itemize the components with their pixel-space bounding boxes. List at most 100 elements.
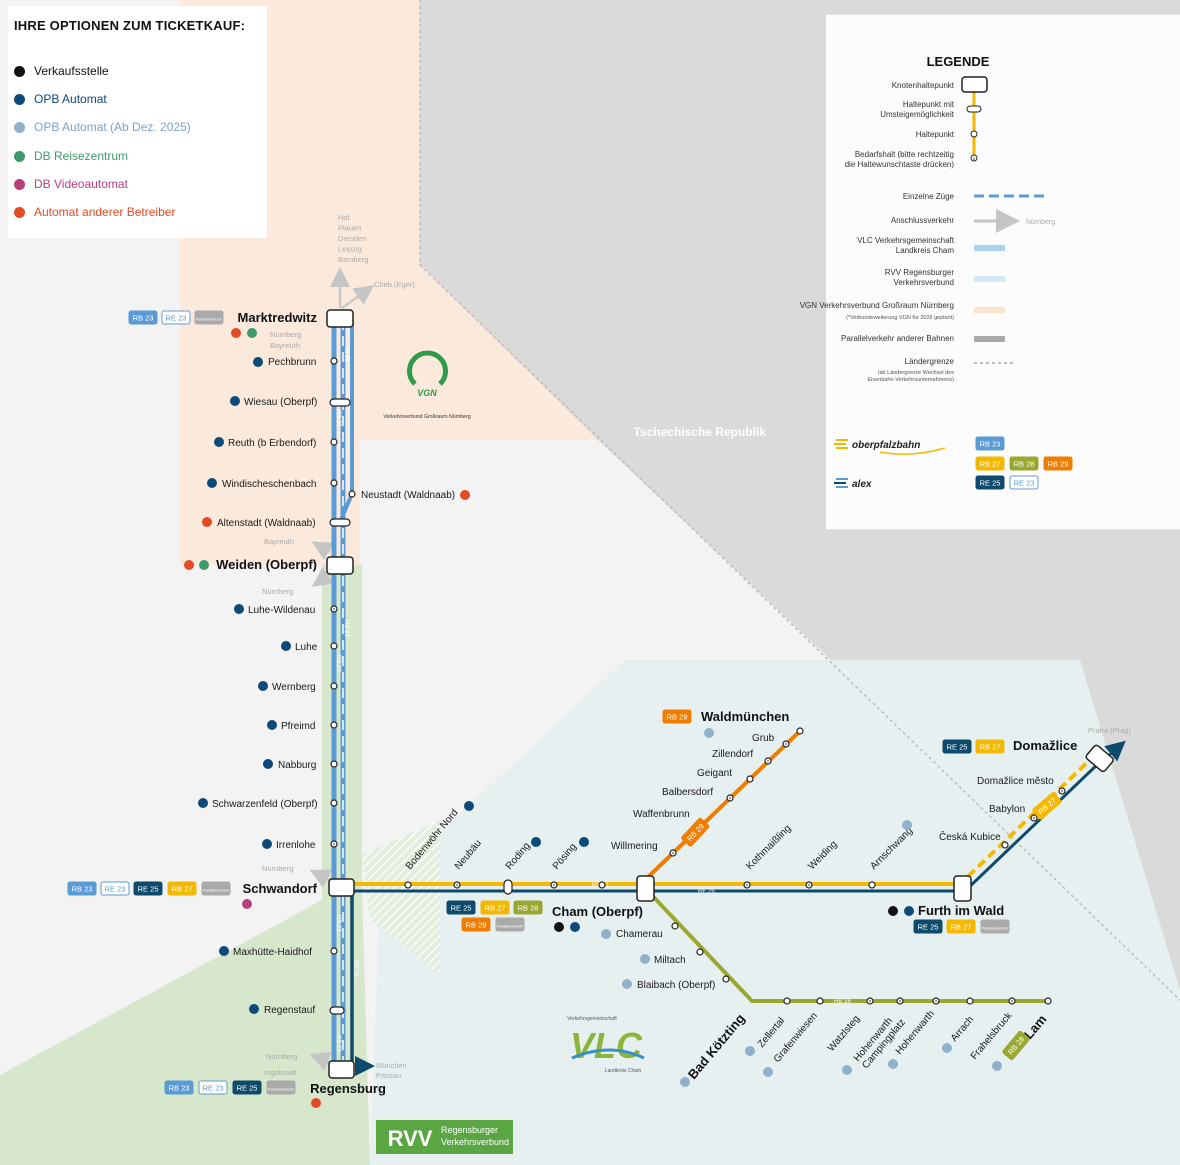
station-weiden: Weiden (Oberpf) [216, 557, 317, 572]
conn-reg-nuernberg: Nürnberg [266, 1052, 297, 1061]
legend-vgn: VGN Verkehrsverbund Großraum Nürnberg [800, 301, 954, 310]
badge-rb27: RB 27 [975, 456, 1005, 471]
station-nabburg: Nabburg [278, 760, 316, 771]
conn-wei-bayreuth: Bayreuth [264, 537, 294, 546]
svg-text:×: × [785, 742, 788, 748]
badge-rb28: RB 28 [513, 900, 543, 915]
transfer-stops [329, 398, 513, 1015]
badge-rb29: RB 29 [1043, 456, 1073, 471]
badge-rb23: RB 23 [128, 310, 158, 325]
svg-text:×: × [672, 851, 675, 857]
rvv-area [0, 565, 370, 1165]
conn-reg-muenchen: München [376, 1061, 407, 1070]
badge-rb23: RB 23 [975, 436, 1005, 451]
svg-text:×: × [1061, 789, 1064, 795]
badge-rb27: RB 27 [975, 739, 1005, 754]
node-stations [326, 309, 1114, 1079]
svg-text:×: × [767, 759, 770, 765]
badge-label: RE 25 [980, 478, 1001, 487]
station-ceska-kubice: Česká Kubice [939, 830, 1001, 843]
station-zillendorf: Zillendorf [712, 749, 753, 760]
badge-parallel: Parallelverkehr [495, 917, 525, 932]
badge-re25: RE 25 [975, 475, 1005, 490]
badge-rb23: RB 23 [67, 881, 97, 896]
badge-rb28: RB 28 [1009, 456, 1039, 471]
conn-north: Hof Plauen Dresden Leipzig Bamberg [338, 213, 368, 264]
badge-label: RB 27 [172, 884, 193, 893]
station-furth: Furth im Wald [918, 903, 1004, 918]
rvv-logo: RVV Regensburger Verkehrsverbund [376, 1120, 513, 1154]
svg-text:Landkreis Cham: Landkreis Cham [605, 1068, 641, 1074]
badge-label: RE 25 [918, 922, 939, 931]
legend-nuernberg: Nürnberg [1026, 219, 1055, 226]
svg-text:×: × [456, 883, 459, 889]
operator-alex-logo: alex [834, 478, 872, 490]
station-altenstadt: Altenstadt (Waldnaab) [217, 518, 316, 529]
station-wernberg: Wernberg [272, 682, 316, 693]
svg-text:×: × [333, 842, 336, 848]
svg-text:oberpfalzbahn: oberpfalzbahn [852, 440, 920, 451]
station-domazlice-mesto: Domažlice město [977, 776, 1054, 787]
svg-text:RB 28: RB 28 [834, 999, 851, 1005]
connections [309, 267, 1126, 1076]
badge-parallel: Parallelverkehr [266, 1080, 296, 1095]
station-cham: Cham (Oberpf) [552, 904, 643, 919]
station-schwandorf: Schwandorf [243, 881, 318, 896]
svg-text:Verkehrsverbund Großraum Nürnb: Verkehrsverbund Großraum Nürnberg [383, 414, 470, 420]
svg-text:×: × [935, 999, 938, 1005]
legend-node: Knotenhaltepunkt [892, 81, 955, 90]
badge-parallel: Parallelverkehr [980, 919, 1010, 934]
legend-title: LEGENDE [927, 54, 990, 69]
station-chamerau: Chamerau [616, 929, 663, 940]
rvv-hatch [362, 820, 440, 975]
vlc-logo: Verkehrsgemeinschaft VLC Landkreis Cham [567, 1016, 645, 1074]
station-pechbrunn: Pechbrunn [268, 357, 316, 368]
badge-re25: RE 25 [942, 739, 972, 754]
badge-label: RB 28 [1014, 459, 1035, 468]
svg-text:×: × [553, 883, 556, 889]
badge-label: RB 27 [980, 742, 1001, 751]
svg-text:×: × [746, 883, 749, 889]
station-luhe-wildenau: Luhe-Wildenau [248, 605, 315, 616]
conn-praha: Praha (Prag) [1088, 726, 1131, 735]
option-db-reisezentrum: DB Reisezentrum [14, 149, 128, 163]
station-irrenlohe: Irrenlohe [276, 840, 316, 851]
badge-label: RE 25 [947, 742, 968, 751]
station-blaibach: Blaibach (Oberpf) [637, 980, 715, 991]
badge-label: RB 23 [980, 439, 1001, 448]
option-dot [14, 65, 25, 77]
svg-text:×: × [869, 999, 872, 1005]
conn-reg-ingolstadt: Ingolstadt [264, 1068, 297, 1077]
legend-parallel: Parallelverkehr anderer Bahnen [841, 334, 954, 343]
option-dot [14, 93, 25, 105]
badge-label: RB 27 [951, 922, 972, 931]
badge-re23: RE 23 [1009, 475, 1039, 490]
option-opb-automat: OPB Automat [14, 92, 107, 106]
svg-text:×: × [808, 883, 811, 889]
stops [330, 357, 1066, 1005]
svg-text:RE 25: RE 25 [352, 960, 358, 977]
svg-text:×: × [1033, 816, 1036, 822]
station-reuth: Reuth (b Erbendorf) [228, 438, 316, 449]
badge-label: RE 25 [451, 903, 472, 912]
badge-rb29: RB 29 [662, 709, 692, 724]
badge-re25: RE 25 [913, 919, 943, 934]
legend-anschluss: Anschlussverkehr [891, 216, 954, 225]
badge-label: Parallelverkehr [268, 1086, 295, 1091]
station-maxhuette: Maxhütte-Haidhof [233, 947, 312, 958]
badge-label: Parallelverkehr [203, 887, 230, 892]
badge-rb27: RB 27 [480, 900, 510, 915]
station-regensburg: Regensburg [310, 1081, 386, 1096]
border-line [419, 264, 1180, 1001]
svg-text:RB 23: RB 23 [335, 410, 341, 427]
badge-label: RE 23 [203, 1083, 224, 1092]
badge-re25: RE 25 [232, 1080, 262, 1095]
svg-text:RE 25: RE 25 [698, 889, 715, 895]
badge-label: RE 23 [105, 884, 126, 893]
station-babylon: Babylon [989, 804, 1025, 815]
badge-rb23: RB 23 [164, 1080, 194, 1095]
svg-text:RB 23: RB 23 [343, 620, 349, 637]
